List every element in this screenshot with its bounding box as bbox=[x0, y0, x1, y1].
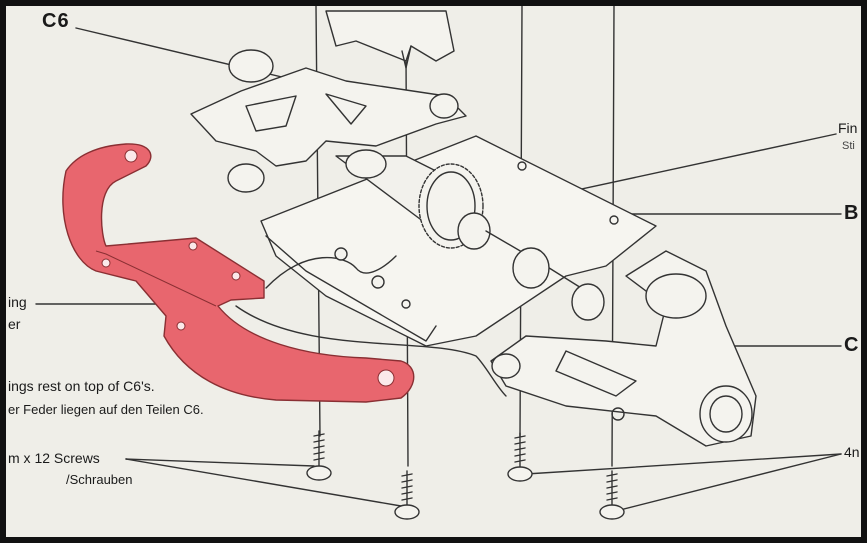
chassis-hole-1 bbox=[517, 161, 527, 171]
label-sti: Sti bbox=[842, 140, 855, 152]
leader-screw-1 bbox=[125, 458, 315, 467]
c6-pivot-3 bbox=[227, 163, 265, 193]
gear-hub bbox=[457, 212, 491, 250]
label-b: B bbox=[844, 202, 860, 224]
screw-2 bbox=[394, 470, 420, 520]
post-2 bbox=[371, 275, 385, 289]
spring-wire-1 bbox=[265, 255, 397, 289]
suspension-arm-c6 bbox=[190, 67, 467, 167]
screw-4 bbox=[599, 470, 625, 520]
c6-pivot-1 bbox=[228, 49, 274, 83]
c-pivot-big bbox=[699, 385, 753, 443]
c-upper-mount bbox=[645, 273, 707, 319]
left-shaft-cup bbox=[345, 149, 387, 179]
upper-part bbox=[325, 10, 455, 62]
universal-joint bbox=[512, 247, 550, 289]
label-c: C bbox=[844, 334, 860, 356]
note-springs-en: ings rest on top of C6's. bbox=[8, 378, 155, 394]
label-c6: C6 bbox=[42, 10, 70, 32]
label-screws-de: /Schrauben bbox=[66, 472, 133, 487]
label-screws-en: m x 12 Screws bbox=[8, 450, 100, 466]
upper-part-arrow bbox=[401, 45, 412, 69]
screw-3 bbox=[507, 432, 533, 482]
screw-1 bbox=[306, 430, 332, 481]
assembly-diagram bbox=[35, 6, 842, 520]
chassis-edge bbox=[265, 235, 437, 342]
note-springs-de: er Feder liegen auf den Teilen C6. bbox=[8, 402, 204, 417]
label-spring: ing bbox=[8, 294, 27, 310]
c-pivot-big-inner bbox=[709, 395, 743, 433]
label-er: er bbox=[8, 316, 21, 332]
highlighted-plate bbox=[62, 143, 415, 403]
leader-screw-2 bbox=[125, 458, 402, 507]
leader-screw-3 bbox=[525, 453, 842, 475]
chassis-hole-2 bbox=[609, 215, 619, 225]
chassis-hole-3 bbox=[401, 299, 411, 309]
c-hole bbox=[611, 407, 625, 421]
label-4m: 4n bbox=[844, 444, 860, 460]
c6-detail-1 bbox=[245, 95, 297, 132]
c-detail-1 bbox=[555, 350, 637, 397]
label-fin: Fin bbox=[838, 120, 858, 136]
c6-detail-2 bbox=[325, 93, 367, 125]
shaft-end bbox=[571, 283, 605, 321]
spur-gear-inner bbox=[426, 171, 476, 241]
spring-wire-2 bbox=[235, 305, 507, 397]
leader-screw-4 bbox=[615, 453, 842, 512]
c-pivot-small bbox=[491, 353, 521, 379]
c6-pivot-2 bbox=[429, 93, 459, 119]
post-1 bbox=[334, 247, 348, 261]
